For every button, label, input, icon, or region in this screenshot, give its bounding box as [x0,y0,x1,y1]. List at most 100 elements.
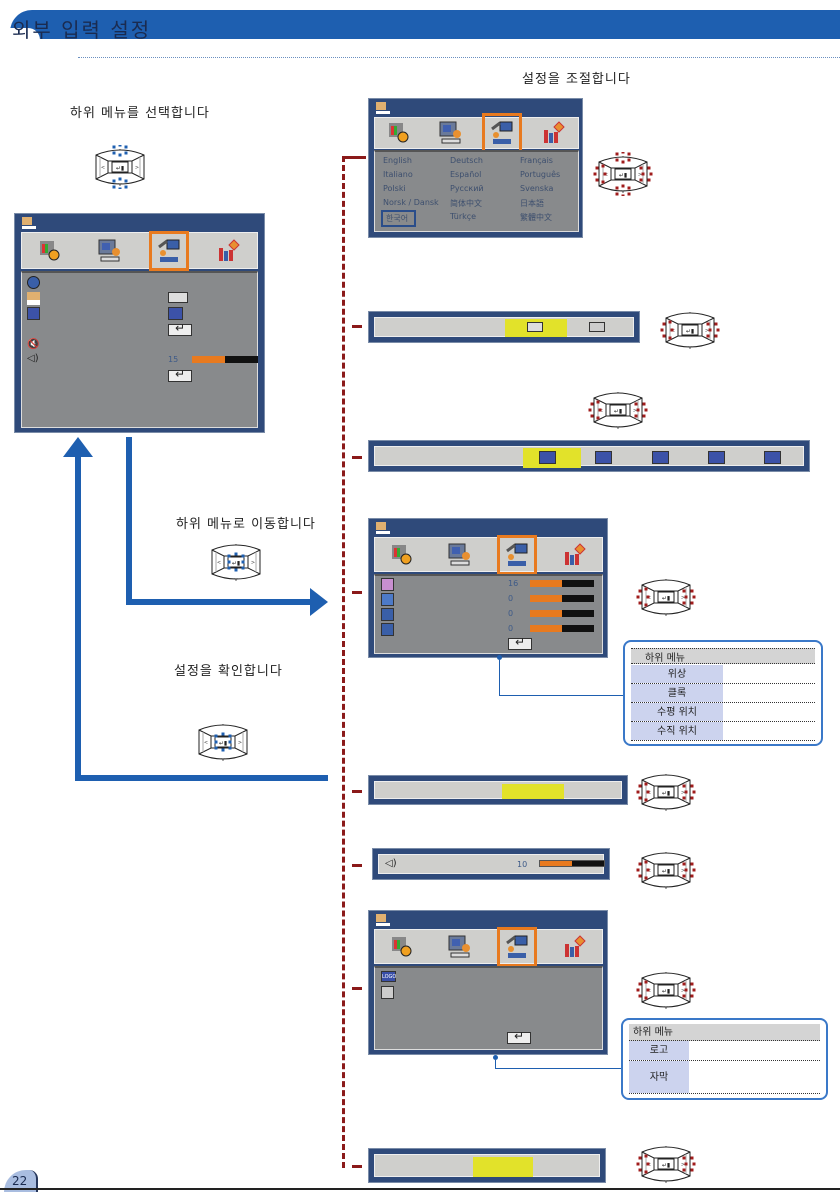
language-option[interactable]: Türkçe [450,212,477,221]
bottom-right-icon[interactable] [764,451,781,464]
options-tab-icon[interactable] [560,933,588,961]
submenu-item[interactable]: 자막 [629,1061,820,1094]
svg-text:<: < [217,560,221,566]
phase-bar[interactable] [530,580,594,587]
language-option[interactable]: 简体中文 [450,199,482,208]
bottom-left-icon[interactable] [708,451,725,464]
volume-value: 10 [517,860,528,869]
options-tab-icon[interactable] [539,119,567,147]
phase-value: 16 [508,579,519,588]
svg-text:^: ^ [664,1146,668,1152]
submenu-item[interactable]: 로고 [629,1041,820,1061]
setup-title-icon [376,914,390,926]
language-option[interactable]: Norsk / Dansk [383,198,439,207]
osd-tab-bar [21,230,258,271]
svg-text:>: > [705,328,709,334]
keypad-leftright: ↵▮ ^ v < > [636,1142,696,1186]
language-option[interactable]: Deutsch [450,156,483,165]
submenu-item[interactable]: 수직 위치 [631,722,815,741]
svg-text:^: ^ [621,156,625,162]
signal-body: 16 0 0 0 [374,574,603,654]
submenu-item[interactable]: 수평 위치 [631,703,815,722]
svg-text:↵▮: ↵▮ [662,790,670,797]
setup-tab-icon[interactable] [481,113,522,153]
volume-bar[interactable] [192,356,258,363]
enter-icon[interactable] [168,367,192,382]
svg-text:>: > [238,740,242,746]
h-position-bar[interactable] [530,610,594,617]
setup-tab-icon[interactable] [148,230,189,271]
submenu-item[interactable]: 클록 [631,684,815,703]
closed-caption-icon[interactable] [381,986,394,999]
language-option[interactable]: Español [450,170,482,179]
projection-icon[interactable] [27,292,40,305]
svg-text:v: v [689,345,692,351]
selected-highlight[interactable] [473,1157,533,1177]
display-tab-icon[interactable] [437,119,465,147]
options-tab-icon[interactable] [214,237,242,265]
top-left-icon[interactable] [539,451,556,464]
language-globe-icon[interactable] [27,276,40,289]
display-tab-icon[interactable] [96,237,124,265]
connector-line [495,1068,621,1069]
top-right-icon[interactable] [595,451,612,464]
svg-text:>: > [681,1162,685,1168]
volume-bar[interactable] [539,860,605,867]
language-option[interactable]: 日本語 [520,199,544,208]
caption-go-to-submenu: 하위 메뉴로 이동합니다 [176,517,316,532]
svg-text:>: > [638,172,642,178]
language-option[interactable]: Português [520,170,561,179]
image-tab-icon[interactable] [386,119,414,147]
logo-icon[interactable]: LOGO [381,971,396,982]
image-tab-icon[interactable] [389,541,417,569]
options-tab-icon[interactable] [560,541,588,569]
keypad-enter: ↵▮ ^ v < > [206,540,266,584]
image-tab-icon[interactable] [37,237,65,265]
language-option[interactable]: Italiano [383,170,413,179]
clock-bar[interactable] [530,595,594,602]
language-option[interactable]: Svenska [520,184,554,193]
mute-icon[interactable]: 🔇 [27,339,40,350]
flow-arrow-line [75,455,81,781]
submenu-item[interactable]: 위상 [631,665,815,684]
enter-icon[interactable] [507,1029,531,1044]
svg-text:^: ^ [664,972,668,978]
language-option[interactable]: 繁體中文 [520,213,552,222]
language-option[interactable]: English [383,156,412,165]
clock-icon[interactable] [381,593,394,606]
svg-text:v: v [622,189,625,195]
setup-tab-icon[interactable] [496,534,537,575]
keypad-leftright: ↵▮ ^ v < > [636,575,696,619]
front-desktop-icon[interactable] [527,322,543,332]
setup-tab-icon[interactable] [496,926,537,967]
svg-text:^: ^ [221,724,225,730]
volume-icon[interactable]: ◁) [27,353,39,364]
enter-icon[interactable] [508,635,532,650]
v-position-icon[interactable] [381,623,394,636]
svg-text:>: > [681,988,685,994]
language-option[interactable]: Polski [383,184,406,193]
selected-highlight[interactable] [502,784,564,799]
connector-line [499,695,623,696]
osd-body: 🔇 ◁) 15 [21,271,258,428]
connector-tick [352,1165,362,1168]
display-tab-icon[interactable] [446,933,474,961]
language-option[interactable]: 한국어 [380,210,417,227]
menu-location-icon[interactable] [27,307,40,320]
image-tab-icon[interactable] [389,933,417,961]
h-position-icon[interactable] [381,608,394,621]
language-option[interactable]: Français [520,156,553,165]
v-position-bar[interactable] [530,625,594,632]
signal-submenu-table: 하위 메뉴 위상 클록 수평 위치 수직 위치 [623,640,823,746]
center-icon[interactable] [652,451,669,464]
connector-tick [352,456,362,459]
page-number: 22 [12,1174,28,1188]
phase-icon[interactable] [381,578,394,591]
language-option[interactable]: Русский [450,184,484,193]
caption-confirm-settings: 설정을 확인합니다 [174,664,283,679]
rear-desktop-icon[interactable] [589,322,605,332]
svg-text:^: ^ [688,312,692,318]
svg-text:v: v [665,612,668,618]
display-tab-icon[interactable] [446,541,474,569]
enter-icon[interactable] [168,321,192,336]
